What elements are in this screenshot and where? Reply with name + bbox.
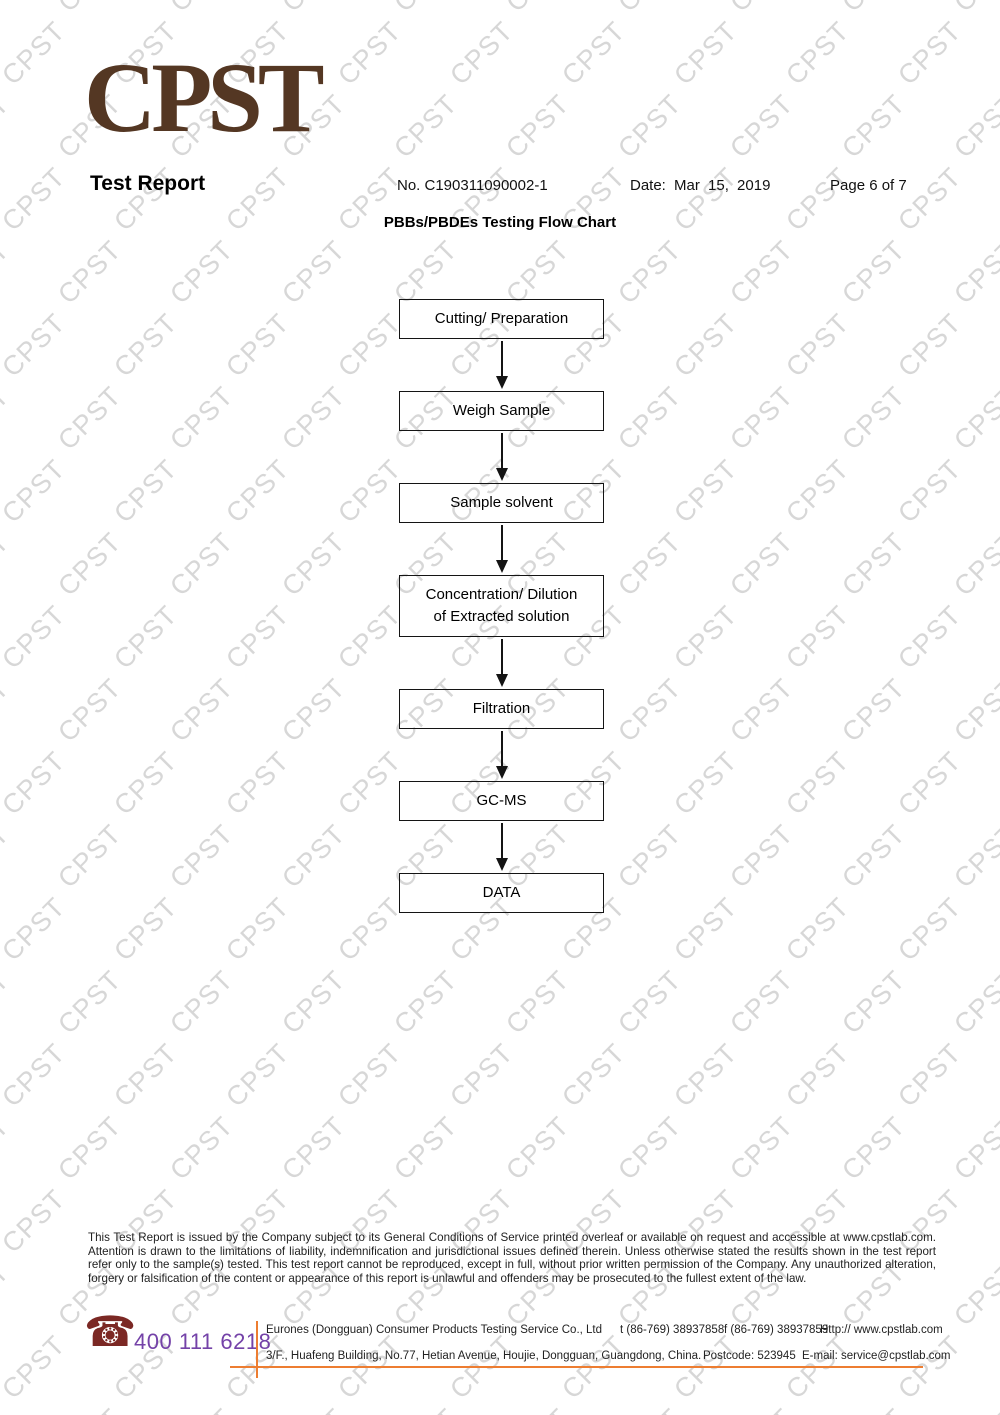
flow-step-sample-solvent: Sample solvent <box>399 483 604 523</box>
company-tel: t (86-769) 38937858 <box>620 1324 725 1336</box>
flowchart: Cutting/ Preparation Weigh Sample Sample… <box>399 299 604 913</box>
company-address: 3/F., Huafeng Building, No.77, Hetian Av… <box>266 1350 702 1362</box>
flowchart-title: PBBs/PBDEs Testing Flow Chart <box>383 214 617 231</box>
company-website: Http:// www.cpstlab.com <box>820 1324 943 1336</box>
report-number: No. C190311090002-1 <box>397 177 548 194</box>
report-date: Date: Mar 15, 2019 <box>630 177 771 194</box>
footer-horizontal-rule <box>230 1366 923 1368</box>
company-fax: f (86-769) 38937859 <box>724 1324 829 1336</box>
down-arrow-icon <box>399 637 604 689</box>
flow-step-cutting-preparation: Cutting/ Preparation <box>399 299 604 339</box>
hotline-number: 400 111 6218 <box>134 1329 272 1354</box>
flow-step-data: DATA <box>399 872 604 913</box>
company-postcode: Postcode: 523945 <box>703 1350 796 1362</box>
down-arrow-icon <box>399 339 604 391</box>
flow-step-filtration: Filtration <box>399 688 604 729</box>
flow-step-gc-ms: GC-MS <box>399 780 604 821</box>
report-title: Test Report <box>90 172 206 195</box>
page-indicator: Page 6 of 7 <box>830 177 907 194</box>
down-arrow-icon <box>399 821 604 873</box>
flow-step-weigh-sample: Weigh Sample <box>399 391 604 431</box>
down-arrow-icon <box>399 431 604 483</box>
company-name: Eurones (Dongguan) Consumer Products Tes… <box>266 1324 603 1336</box>
company-logo: CPST <box>84 42 325 153</box>
legal-disclaimer: This Test Report is issued by the Compan… <box>88 1231 936 1285</box>
down-arrow-icon <box>399 729 604 781</box>
company-email: E-mail: service@cpstlab.com <box>802 1350 951 1362</box>
flow-step-concentration-dilution: Concentration/ Dilution of Extracted sol… <box>399 575 604 637</box>
phone-icon: ☎ <box>84 1307 137 1356</box>
footer-vertical-divider <box>256 1321 258 1378</box>
down-arrow-icon <box>399 523 604 575</box>
